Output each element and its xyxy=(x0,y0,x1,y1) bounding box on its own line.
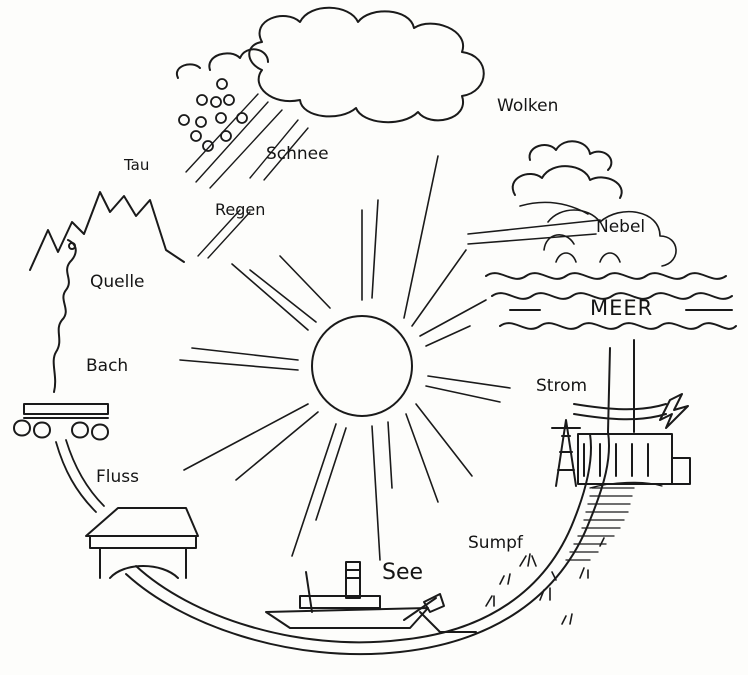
label-strom: Strom xyxy=(536,378,587,395)
label-meer: MEER xyxy=(590,298,653,319)
snow-flakes xyxy=(179,79,247,151)
label-nebel: Nebel xyxy=(596,219,645,236)
label-regen: Regen xyxy=(215,202,265,218)
label-see: See xyxy=(382,562,423,584)
steamboat-drawing xyxy=(266,562,476,632)
label-fluss: Fluss xyxy=(96,469,139,486)
label-sumpf: Sumpf xyxy=(468,535,523,552)
label-schnee: Schnee xyxy=(266,146,329,163)
label-wolken: Wolken xyxy=(497,98,558,115)
bridge-drawing xyxy=(86,508,198,578)
mill-drawing xyxy=(14,404,108,440)
dam-drawing xyxy=(566,482,662,560)
power-station-drawing xyxy=(552,394,690,486)
label-bach: Bach xyxy=(86,358,128,375)
sun-drawing xyxy=(312,316,412,416)
label-quelle: Quelle xyxy=(90,274,145,291)
label-tau: Tau xyxy=(124,158,149,173)
